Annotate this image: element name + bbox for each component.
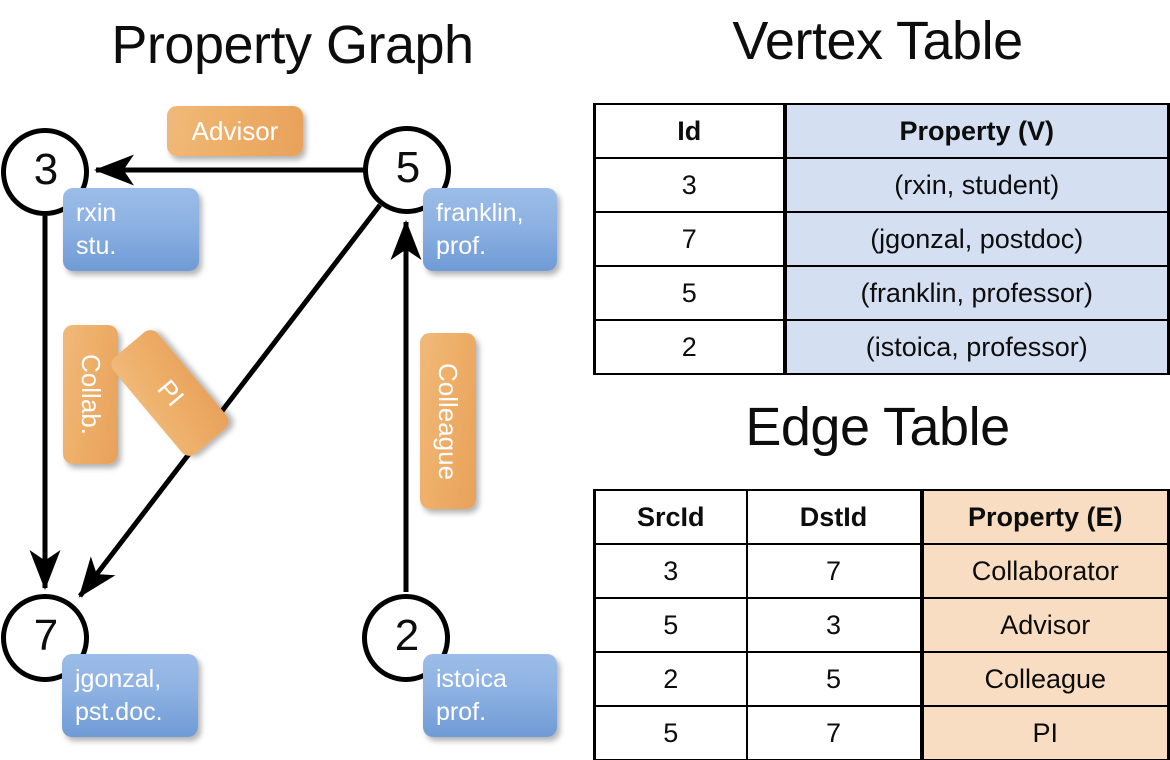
graph-node-3-property-box: rxin stu. xyxy=(63,188,199,271)
page-title-edge-table: Edge Table xyxy=(745,397,1010,457)
vertex-table-header-property: Property (V) xyxy=(782,103,1170,159)
edge-table-header-row: SrcId DstId Property (E) xyxy=(593,489,1170,545)
graph-node-2-label: 2 xyxy=(394,611,420,660)
graph-edges-svg xyxy=(29,154,422,598)
graph-node-5-property-line-1: franklin, xyxy=(436,199,524,227)
edge-table-cell-dstid: 7 xyxy=(745,705,923,760)
edge-table-cell-property: Collaborator xyxy=(919,543,1170,599)
vertex-table-cell-id: 3 xyxy=(593,157,786,213)
vertex-table-row[interactable]: 3 (rxin, student) xyxy=(593,157,1170,213)
edge-table-cell-dstid: 5 xyxy=(745,651,923,707)
graph-edge-label-colleague-text: Colleague xyxy=(433,362,464,480)
graph-node-7-property-line-2: pst.doc. xyxy=(75,697,163,726)
vertex-table-row[interactable]: 7 (jgonzal, postdoc) xyxy=(593,211,1170,267)
graph-edge-label-colleague: Colleague xyxy=(420,333,476,509)
edge-table-cell-srcid: 5 xyxy=(593,597,748,653)
graph-node-7-property-box: jgonzal, pst.doc. xyxy=(62,654,198,737)
graph-node-3-property-line-1: rxin xyxy=(76,199,117,227)
edge-table-cell-dstid: 3 xyxy=(745,597,923,653)
vertex-table-cell-id: 7 xyxy=(593,211,786,267)
edge-table-row[interactable]: 5 3 Advisor xyxy=(593,597,1170,653)
vertex-table-cell-property: (jgonzal, postdoc) xyxy=(782,211,1170,267)
edge-table-header-srcid: SrcId xyxy=(593,489,748,545)
edge-table-cell-srcid: 5 xyxy=(593,705,748,760)
graph-node-5-label: 5 xyxy=(395,143,421,192)
graph-node-2-property-line-2: prof. xyxy=(436,697,487,726)
edge-table-cell-srcid: 2 xyxy=(593,651,748,707)
edge-table-row[interactable]: 5 7 PI xyxy=(593,705,1170,760)
vertex-table-cell-property: (istoica, professor) xyxy=(782,319,1170,375)
page-title-vertex-table: Vertex Table xyxy=(732,11,1023,71)
vertex-table-row[interactable]: 5 (franklin, professor) xyxy=(593,265,1170,321)
vertex-table-cell-property: (rxin, student) xyxy=(782,157,1170,213)
edge-table-header-dstid: DstId xyxy=(745,489,923,545)
edge-table-cell-srcid: 3 xyxy=(593,543,748,599)
graph-node-5-property-line-2: prof. xyxy=(436,231,487,260)
edge-table-cell-property: Colleague xyxy=(919,651,1170,707)
graph-edge-label-collab-text: Collab. xyxy=(76,354,106,435)
edge-table-cell-dstid: 7 xyxy=(745,543,923,599)
vertex-table-header-id: Id xyxy=(593,103,786,159)
vertex-table-cell-id: 5 xyxy=(593,265,786,321)
edge-table-row[interactable]: 2 5 Colleague xyxy=(593,651,1170,707)
graph-node-3-property-line-2: stu. xyxy=(76,231,117,260)
graph-edge-label-collab: Collab. xyxy=(63,325,118,464)
edge-table: SrcId DstId Property (E) 3 7 Collaborato… xyxy=(593,489,1170,760)
vertex-table-header-row: Id Property (V) xyxy=(593,103,1170,159)
page-title-property-graph: Property Graph xyxy=(111,15,474,75)
graph-node-7-label: 7 xyxy=(33,611,59,660)
vertex-table: Id Property (V) 3 (rxin, student) 7 (jgo… xyxy=(593,103,1170,375)
graph-node-3-label: 3 xyxy=(33,145,59,194)
graph-node-5[interactable]: 5 xyxy=(363,126,451,214)
edge-table-header-property: Property (E) xyxy=(919,489,1170,545)
vertex-table-cell-id: 2 xyxy=(593,319,786,375)
property-graph-diagram: 3 5 7 2 rxin stu. franklin, prof. jgonza… xyxy=(1,106,557,737)
graph-edge-label-pi-text: PI xyxy=(150,373,190,412)
vertex-table-row[interactable]: 2 (istoica, professor) xyxy=(593,319,1170,375)
graph-edge-5-to-7 xyxy=(78,203,382,598)
graph-node-2-property-box: istoica prof. xyxy=(423,654,557,737)
edge-table-row[interactable]: 3 7 Collaborator xyxy=(593,543,1170,599)
graph-edge-label-advisor: Advisor xyxy=(167,106,303,156)
graph-node-2[interactable]: 2 xyxy=(362,594,450,682)
edge-table-cell-property: Advisor xyxy=(919,597,1170,653)
graph-node-2-property-line-1: istoica xyxy=(436,665,507,693)
graph-edge-label-advisor-text: Advisor xyxy=(191,115,279,146)
graph-node-5-property-box: franklin, prof. xyxy=(423,188,557,271)
vertex-table-cell-property: (franklin, professor) xyxy=(782,265,1170,321)
graph-node-7-property-line-1: jgonzal, xyxy=(75,665,162,693)
edge-table-cell-property: PI xyxy=(919,705,1170,760)
